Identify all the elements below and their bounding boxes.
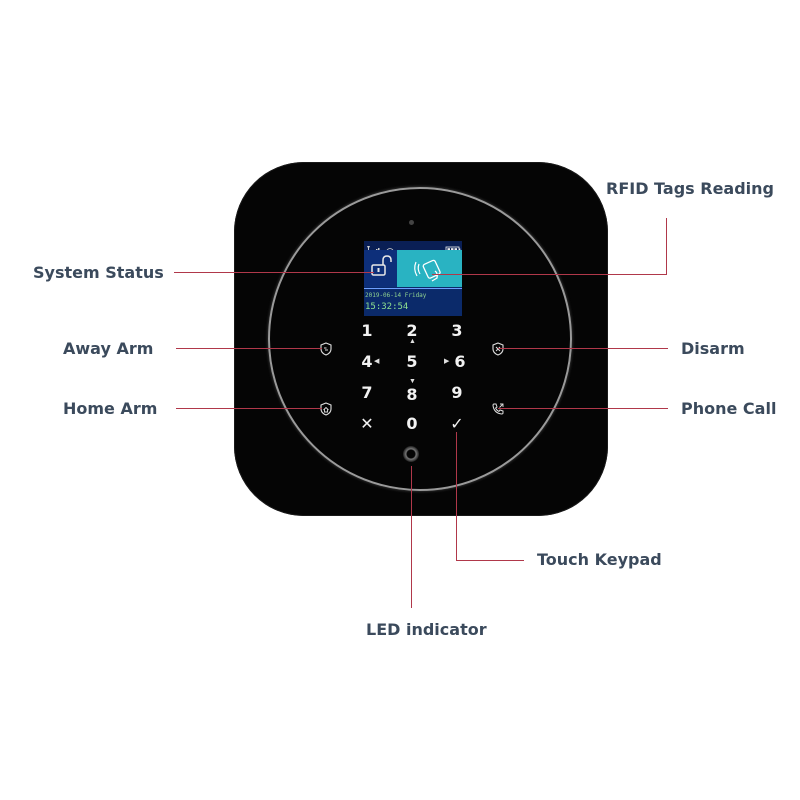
screen-divider xyxy=(364,288,462,289)
key-confirm[interactable]: ✓ xyxy=(450,414,464,433)
leader-touch-keypad-horizontal xyxy=(456,560,524,561)
shield-home-icon[interactable] xyxy=(319,402,333,416)
down-arrow-icon: ▼ xyxy=(409,378,416,385)
led-icon xyxy=(403,446,419,462)
leader-disarm xyxy=(498,348,668,349)
key-3[interactable]: 3 xyxy=(451,321,463,340)
leader-touch-keypad-vertical xyxy=(456,432,457,560)
up-arrow-icon: ▲ xyxy=(409,338,416,345)
key-8[interactable]: 8 xyxy=(406,385,418,404)
label-home-arm: Home Arm xyxy=(63,399,158,418)
leader-rfid-vertical xyxy=(666,218,667,275)
key-4[interactable]: 4 xyxy=(361,352,373,371)
key-9[interactable]: 9 xyxy=(451,383,463,402)
key-5[interactable]: 5 xyxy=(406,352,418,371)
label-disarm: Disarm xyxy=(681,339,745,358)
rfid-card-icon xyxy=(414,259,441,282)
screen-status-bar xyxy=(364,241,462,254)
shield-away-icon[interactable] xyxy=(319,342,333,356)
label-phone-call: Phone Call xyxy=(681,399,777,418)
label-rfid-tags-reading: RFID Tags Reading xyxy=(606,179,774,198)
illuminated-ring xyxy=(268,187,572,491)
lcd-screen: 2019-06-14 Friday 15:32:54 xyxy=(364,241,462,316)
leader-rfid-horizontal xyxy=(432,274,666,275)
leader-phone-call xyxy=(498,408,668,409)
label-away-arm: Away Arm xyxy=(63,339,154,358)
left-arrow-icon: ◀ xyxy=(374,358,380,365)
leader-system-status xyxy=(174,272,374,273)
leader-led-indicator xyxy=(411,466,412,608)
key-cancel[interactable]: ✕ xyxy=(360,414,374,433)
camera-lens-icon xyxy=(409,220,414,225)
label-led-indicator: LED indicator xyxy=(366,620,487,639)
screen-date: 2019-06-14 Friday xyxy=(365,292,427,299)
right-arrow-icon: ▶ xyxy=(444,358,450,365)
system-status-pane xyxy=(364,250,397,287)
leader-away-arm xyxy=(176,348,322,349)
leader-home-arm xyxy=(176,408,322,409)
key-2[interactable]: 2 xyxy=(406,321,418,340)
key-6[interactable]: 6 xyxy=(454,352,466,371)
key-0[interactable]: 0 xyxy=(406,414,418,433)
unlock-icon xyxy=(371,255,392,276)
rfid-pane xyxy=(397,250,462,287)
key-7[interactable]: 7 xyxy=(361,383,373,402)
shield-disarm-icon[interactable] xyxy=(491,342,505,356)
label-touch-keypad: Touch Keypad xyxy=(537,550,662,569)
label-system-status: System Status xyxy=(33,263,164,282)
screen-time: 15:32:54 xyxy=(365,302,409,312)
phone-icon[interactable] xyxy=(491,402,505,416)
key-1[interactable]: 1 xyxy=(361,321,373,340)
